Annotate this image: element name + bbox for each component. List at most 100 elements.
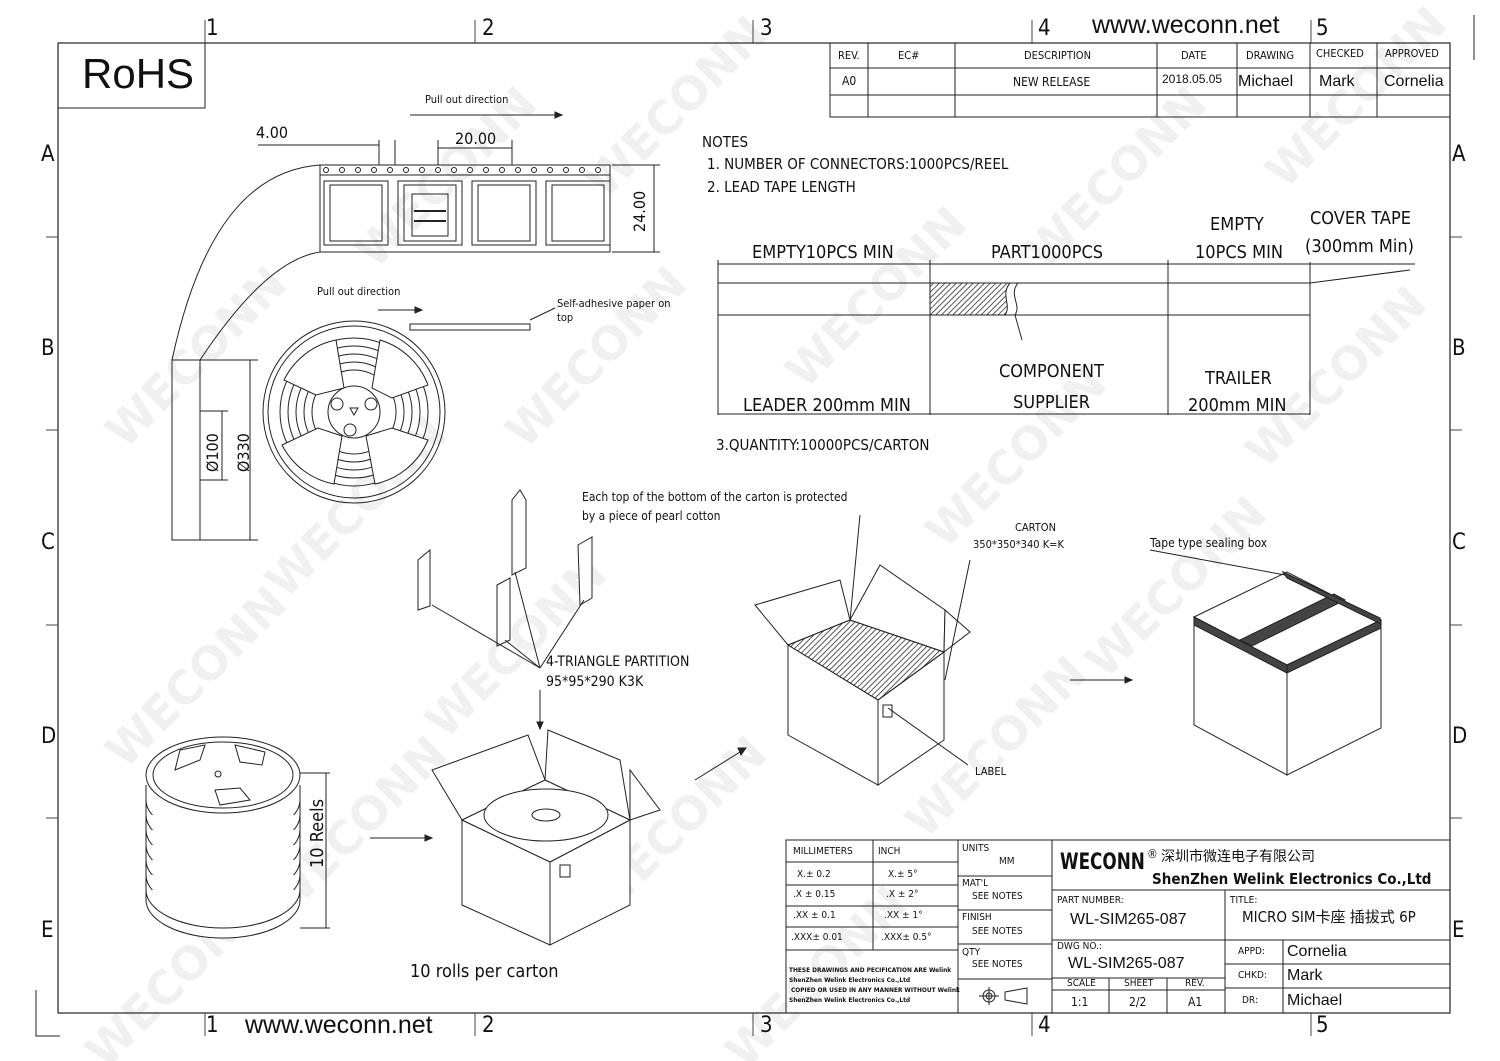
label-callout: LABEL <box>975 765 1007 778</box>
disclaimer-line-2: ShenZhen Welink Electronics Co.,Ltd <box>789 976 911 984</box>
zone-row-d: D <box>1452 724 1468 749</box>
triangle-partitions <box>417 489 593 731</box>
drawing-frame <box>57 42 1451 1014</box>
leader-label: LEADER 200mm MIN <box>743 395 911 416</box>
revision-table-grid <box>829 42 1451 118</box>
zone-row-e: E <box>41 918 54 943</box>
units-value: MM <box>999 856 1015 867</box>
zone-col-2: 2 <box>482 16 495 41</box>
open-carton-reel <box>370 729 747 946</box>
zone-row-b: B <box>1452 336 1466 361</box>
chkd-value: Mark <box>1287 967 1323 984</box>
checked-header: CHECKED <box>1316 47 1364 60</box>
zone-row-d: D <box>41 724 57 749</box>
hub-diameter: Ø100 <box>203 433 222 472</box>
disclaimer-line-4: ShenZhen Welink Electronics Co.,Ltd <box>789 996 911 1004</box>
empty-trail-label: EMPTY <box>1210 214 1264 235</box>
tol-inch-1: .X ± 2° <box>886 889 919 900</box>
rev-value-block: A1 <box>1188 995 1203 1009</box>
registered-mark: ® <box>1147 847 1158 861</box>
reel-side-view <box>171 359 258 541</box>
zone-col-4: 4 <box>1038 16 1051 41</box>
drawing-value: Michael <box>1238 73 1294 90</box>
qty-value: SEE NOTES <box>972 959 1023 970</box>
date-value: 2018.05.05 <box>1162 72 1223 86</box>
notes-title: NOTES <box>702 133 749 151</box>
zone-col-5: 5 <box>1316 16 1329 41</box>
carton-label: CARTON <box>1015 521 1056 534</box>
chkd-label: CHKD: <box>1238 970 1267 981</box>
qty-label: QTY <box>962 947 981 958</box>
zone-ticks <box>46 20 1462 1036</box>
zone-row-a: A <box>41 142 55 167</box>
description-header: DESCRIPTION <box>1024 49 1091 62</box>
reels-count: 10 Reels <box>307 798 328 868</box>
projection-symbol-icon <box>979 987 1028 1005</box>
dwg-no-value: WL-SIM265-087 <box>1068 955 1185 972</box>
note-3: 3.QUANTITY:10000PCS/CARTON <box>716 436 930 454</box>
dr-value: Michael <box>1287 992 1343 1009</box>
carton-size: 350*350*340 K=K <box>973 538 1064 551</box>
website-top-link[interactable]: www.weconn.net <box>1092 11 1280 39</box>
trailer-label: TRAILER <box>1205 368 1272 389</box>
finish-value: SEE NOTES <box>972 926 1023 937</box>
approved-header: APPROVED <box>1385 47 1439 60</box>
company-name-en: ShenZhen Welink Electronics Co.,Ltd <box>1152 870 1432 888</box>
empty-trail-count: 10PCS MIN <box>1195 242 1283 263</box>
part-label: PART1000PCS <box>991 242 1104 263</box>
partition-size: 95*95*290 K3K <box>546 674 644 690</box>
sealed-box <box>1149 549 1383 776</box>
disclaimer-line-1: THESE DRAWINGS AND PECIFICATION ARE Weli… <box>789 966 952 974</box>
empty-lead-label: EMPTY10PCS MIN <box>752 242 894 263</box>
rolls-per-carton: 10 rolls per carton <box>410 961 559 982</box>
drawing-header: DRAWING <box>1246 49 1294 62</box>
zone-col-5: 5 <box>1316 1013 1329 1038</box>
title-label: TITLE: <box>1230 895 1258 906</box>
tol-mm-3: .XXX± 0.01 <box>791 932 843 943</box>
pearl-cotton-note: Each top of the bottom of the carton is … <box>582 490 848 504</box>
adhesive-label: Self-adhesive paper on <box>557 297 671 310</box>
matl-label: MAT'L <box>962 878 989 889</box>
sealing-label: Tape type sealing box <box>1150 536 1268 550</box>
part-number-value: WL-SIM265-087 <box>1070 911 1187 928</box>
tol-inch-3: .XXX± 0.5° <box>881 932 932 943</box>
frame-corner <box>35 990 60 1037</box>
zone-col-3: 3 <box>760 1013 773 1038</box>
note-2: 2. LEAD TAPE LENGTH <box>707 178 856 196</box>
tape-width-dimension: 24.00 <box>630 190 649 232</box>
rev-label: REV. <box>1185 978 1205 989</box>
weconn-logo: WECONN <box>1060 850 1145 875</box>
drawing-title: MICRO SIM卡座 插拔式 6P <box>1242 908 1416 926</box>
company-name-cn: 深圳市微连电子有限公司 <box>1161 849 1315 865</box>
pull-out-direction-label: Pull out direction <box>425 93 509 106</box>
tol-mm-0: X.± 0.2 <box>797 869 831 880</box>
appd-label: APPD: <box>1238 946 1265 957</box>
reel-diameter: Ø330 <box>234 433 253 472</box>
zone-col-1: 1 <box>206 1013 219 1038</box>
matl-value: SEE NOTES <box>972 891 1023 902</box>
tol-inch-0: X.± 5° <box>888 869 918 880</box>
zone-row-a: A <box>1452 142 1466 167</box>
zone-col-2: 2 <box>482 1013 495 1038</box>
rohs-label: RoHS <box>82 50 195 97</box>
sprocket-holes <box>323 167 601 173</box>
zone-col-4: 4 <box>1038 1013 1051 1038</box>
sheet-label: SHEET <box>1124 978 1154 989</box>
trailer-length: 200mm MIN <box>1188 395 1287 416</box>
scale-label: SCALE <box>1067 978 1096 989</box>
appd-value: Cornelia <box>1287 943 1347 960</box>
tol-mm-2: .XX ± 0.1 <box>793 910 836 921</box>
description-value: NEW RELEASE <box>1013 75 1091 89</box>
finish-label: FINISH <box>962 912 992 923</box>
rev-value: A0 <box>842 74 857 88</box>
checked-value: Mark <box>1319 73 1355 90</box>
component-label: COMPONENT <box>999 361 1104 382</box>
zone-row-c: C <box>1452 530 1466 555</box>
zone-col-1: 1 <box>206 16 219 41</box>
website-bottom-link[interactable]: www.weconn.net <box>245 1011 433 1039</box>
cover-tape-length: (300mm Min) <box>1305 236 1414 257</box>
pearl-cotton-note-2: by a piece of pearl cotton <box>582 509 721 523</box>
tape-length-diagram <box>717 260 1415 415</box>
dwg-no-label: DWG NO.: <box>1057 941 1102 952</box>
